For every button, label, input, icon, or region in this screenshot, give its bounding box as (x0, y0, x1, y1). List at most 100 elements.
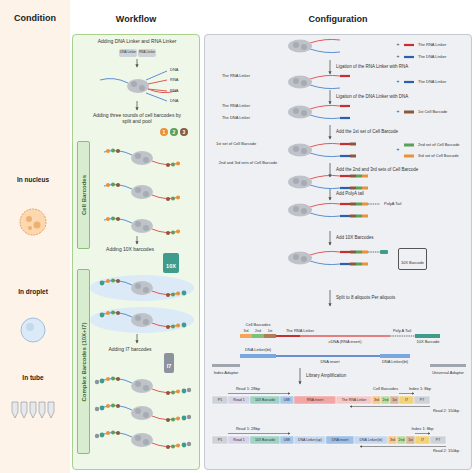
part-label: The RNA Linker (286, 328, 314, 333)
droplet (100, 313, 187, 328)
step-text: Adding three rounds of cell barcodes by … (91, 113, 183, 125)
barcoded-chromatin (104, 151, 180, 165)
droplet (104, 281, 180, 295)
segment-label: DNA insert (332, 438, 349, 442)
indexed-chromatin (106, 377, 180, 396)
rna-construct (264, 334, 276, 338)
barcode-box: 10X (163, 253, 179, 273)
indexed-chromatin (106, 431, 180, 450)
segment-label: I7 (405, 398, 408, 402)
read-structure (326, 436, 354, 444)
configuration-step (288, 175, 340, 188)
indexed-chromatin (100, 433, 187, 448)
read-label: Read 1: 28bp (236, 427, 260, 432)
read-structure (381, 396, 390, 404)
condition-label: In nucleus (17, 176, 49, 183)
read-structure (390, 396, 399, 404)
part-label: DNA Linker(bt) (245, 348, 271, 353)
indexed-chromatin (95, 434, 191, 446)
configuration-step (288, 75, 340, 88)
node-text: 3 (183, 130, 186, 135)
stage-bracket: Cell Barcodes (77, 141, 90, 249)
tube-icons (21, 402, 27, 418)
step-arrow (330, 60, 331, 74)
stage-bracket: Complex Barcodes (10X+I7) (77, 269, 90, 454)
barcoded-chromatin (106, 183, 180, 202)
condition-label: In tube (22, 374, 43, 381)
step-arrow (330, 290, 331, 306)
step-text: Add PolyA tail (336, 191, 364, 196)
configuration-step (350, 251, 356, 266)
configuration-step (288, 203, 340, 216)
read-label: Index 1: 8bp (409, 387, 431, 392)
configuration-step (288, 105, 340, 118)
part-label: Cell Barcodes (246, 323, 271, 328)
condition-column: Condition (0, 0, 70, 473)
part-label: PolyA Tail (384, 202, 401, 207)
read-structure (212, 396, 228, 404)
configuration-step (340, 106, 350, 107)
indexed-chromatin (100, 406, 187, 421)
droplet (90, 275, 194, 333)
read-structure (228, 436, 250, 444)
linker-piece (404, 56, 414, 58)
linker-piece (404, 144, 414, 147)
read-structure (354, 436, 388, 444)
column-heading: Condition (14, 13, 56, 23)
linker-tag (119, 49, 156, 57)
read-structure (280, 436, 294, 444)
column-heading: Configuration (309, 14, 368, 24)
segment-label: RNA insert (307, 398, 324, 402)
configuration-step (288, 39, 388, 265)
part-label: The RNA Linker (222, 74, 250, 79)
workflow-arrow (137, 101, 138, 110)
workflow-arrow (137, 59, 138, 67)
read-structure (336, 396, 372, 404)
configuration-step (350, 175, 356, 190)
rna-construct (276, 335, 300, 337)
configuration-step (356, 203, 368, 218)
part-label: The DNA Linker (418, 55, 446, 60)
part-label: cDNA (RNA insert) (328, 340, 361, 345)
droplet-icon (21, 318, 45, 342)
read-structure (406, 436, 415, 444)
read-arrow (350, 406, 430, 407)
segment-label: 3rd (390, 438, 395, 442)
read-label: Read 2: 150bp (433, 449, 459, 454)
nucleus-icon (34, 222, 41, 229)
linker-piece (404, 44, 414, 46)
configuration-step (288, 143, 340, 156)
read-structure (212, 436, 228, 444)
segment-label: 1st (408, 438, 413, 442)
segment-label: UMI (284, 398, 290, 402)
indexed-chromatin (95, 407, 191, 419)
read-label: Index 1: 8bp (411, 427, 433, 432)
barcoded-chromatin (106, 217, 180, 236)
workflow-arrow (137, 236, 138, 244)
segment-label: DNA Linker(up) (298, 438, 322, 442)
part-label: 1st set of Cell Barcode (216, 142, 256, 147)
droplet-icon (26, 323, 34, 331)
round-circle: 2 (170, 128, 178, 136)
read-structure (250, 396, 280, 404)
configuration-step (350, 203, 356, 218)
nucleus-icon (26, 216, 32, 222)
node-text: 10X (166, 263, 176, 269)
rna-construct (252, 334, 264, 338)
segment-label: 3rd (374, 398, 379, 402)
step-text: Adding 10X barcodes (106, 247, 154, 253)
part-label: 2nd set of Cell Barcode (418, 143, 460, 148)
nucleus-icon (28, 226, 32, 230)
part-label: 2nd and 3rd sets of Cell Barcode (219, 161, 277, 166)
indexed-chromatin (95, 380, 191, 392)
dna-construct (212, 354, 466, 367)
segment-label: 1st (392, 398, 397, 402)
node-text: 10X Barcode (401, 261, 424, 266)
step-arrow (330, 163, 331, 177)
part-label: Poly A Tail (393, 328, 411, 333)
part-label: 3rd set of Cell Barcode (418, 154, 459, 159)
step-arrow (330, 231, 331, 245)
tube-icons (30, 402, 36, 418)
read-structure (250, 436, 280, 444)
read-structure (372, 396, 381, 404)
